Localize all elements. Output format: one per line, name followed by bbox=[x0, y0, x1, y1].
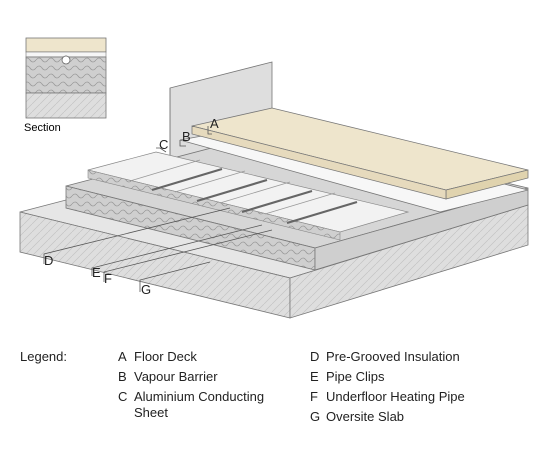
legend-item: G Oversite Slab bbox=[310, 409, 526, 425]
legend-column-right: D Pre-Grooved Insulation E Pipe Clips F … bbox=[310, 349, 526, 429]
callout-c: C bbox=[159, 137, 168, 152]
legend-letter: A bbox=[118, 349, 127, 364]
callouts bbox=[43, 126, 273, 292]
section-slab bbox=[25, 92, 107, 119]
legend-letter: G bbox=[310, 409, 321, 424]
legend-text: Pre-Grooved Insulation bbox=[326, 349, 460, 364]
legend-text: Vapour Barrier bbox=[134, 369, 218, 384]
legend-text: Floor Deck bbox=[134, 349, 197, 364]
legend-text: Pipe Clips bbox=[326, 369, 385, 384]
section-inset: Section bbox=[24, 37, 107, 134]
underfloor-heating-pipes bbox=[151, 167, 358, 225]
legend-column-left: A Floor Deck B Vapour Barrier C Aluminiu… bbox=[118, 349, 289, 425]
legend-item: C Aluminium Conducting Sheet bbox=[118, 389, 289, 421]
aluminium-conducting-sheets bbox=[87, 151, 410, 241]
legend-letter: C bbox=[118, 389, 128, 404]
callout-f: F bbox=[104, 271, 112, 286]
legend-letter: B bbox=[118, 369, 127, 384]
legend-item: A Floor Deck bbox=[118, 349, 289, 365]
legend-text: Oversite Slab bbox=[326, 409, 405, 424]
callout-e: E bbox=[92, 265, 101, 280]
legend-item: D Pre-Grooved Insulation bbox=[310, 349, 526, 365]
legend-item: E Pipe Clips bbox=[310, 369, 526, 385]
legend-text: Underfloor Heating Pipe bbox=[326, 389, 465, 404]
legend-letter: E bbox=[310, 369, 319, 384]
legend-letter: D bbox=[310, 349, 320, 364]
callout-g: G bbox=[141, 282, 151, 297]
legend-item: B Vapour Barrier bbox=[118, 369, 289, 385]
legend-title: Legend: bbox=[20, 349, 67, 364]
callout-d: D bbox=[44, 253, 53, 268]
legend-text: Aluminium Conducting Sheet bbox=[134, 389, 265, 420]
legend-letter: F bbox=[310, 389, 318, 404]
legend-item: F Underfloor Heating Pipe bbox=[310, 389, 526, 405]
floor-deck bbox=[191, 107, 529, 200]
section-label: Section bbox=[24, 122, 61, 134]
section-floor-deck bbox=[25, 37, 107, 53]
callout-b: B bbox=[182, 129, 191, 144]
callout-a: A bbox=[210, 116, 219, 131]
